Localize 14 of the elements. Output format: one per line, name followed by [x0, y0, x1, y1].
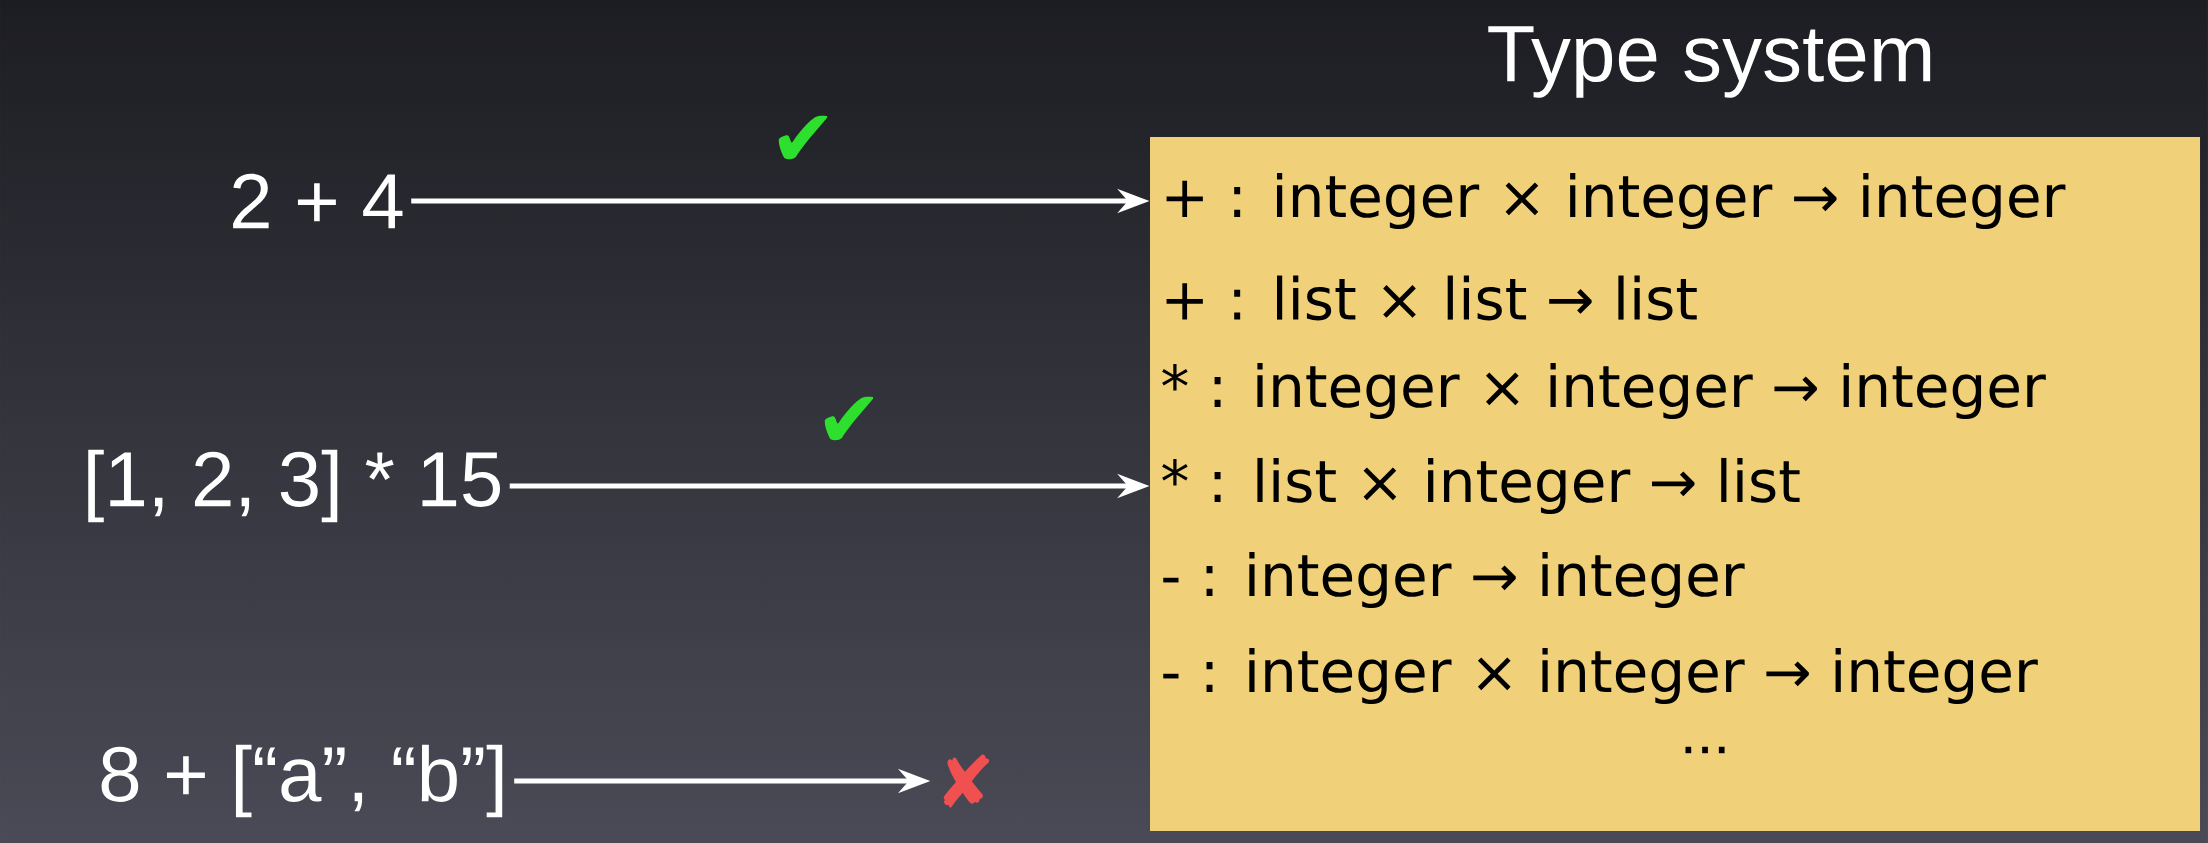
expression: 8 + [“a”, “b”]: [101, 744, 503, 818]
cross-mark: ✘: [943, 754, 990, 808]
type-rule: + : list × list → list: [1166, 275, 1697, 321]
heading: Type system: [1488, 26, 1931, 98]
ellipsis: ...: [1685, 746, 1725, 754]
expression: [1, 2, 3] * 15: [88, 449, 500, 523]
expression: 2 + 4: [233, 173, 403, 229]
type-rule: + : integer × integer → integer: [1166, 172, 2066, 230]
type-rule: - : integer → integer: [1163, 551, 1745, 609]
type-rule: - : integer × integer → integer: [1163, 647, 2038, 705]
check-mark: ✔: [778, 115, 828, 160]
type-rule: * : list × integer → list: [1162, 457, 1800, 515]
type-rule: * : integer × integer → integer: [1162, 362, 2046, 420]
check-mark: ✔: [824, 396, 874, 441]
